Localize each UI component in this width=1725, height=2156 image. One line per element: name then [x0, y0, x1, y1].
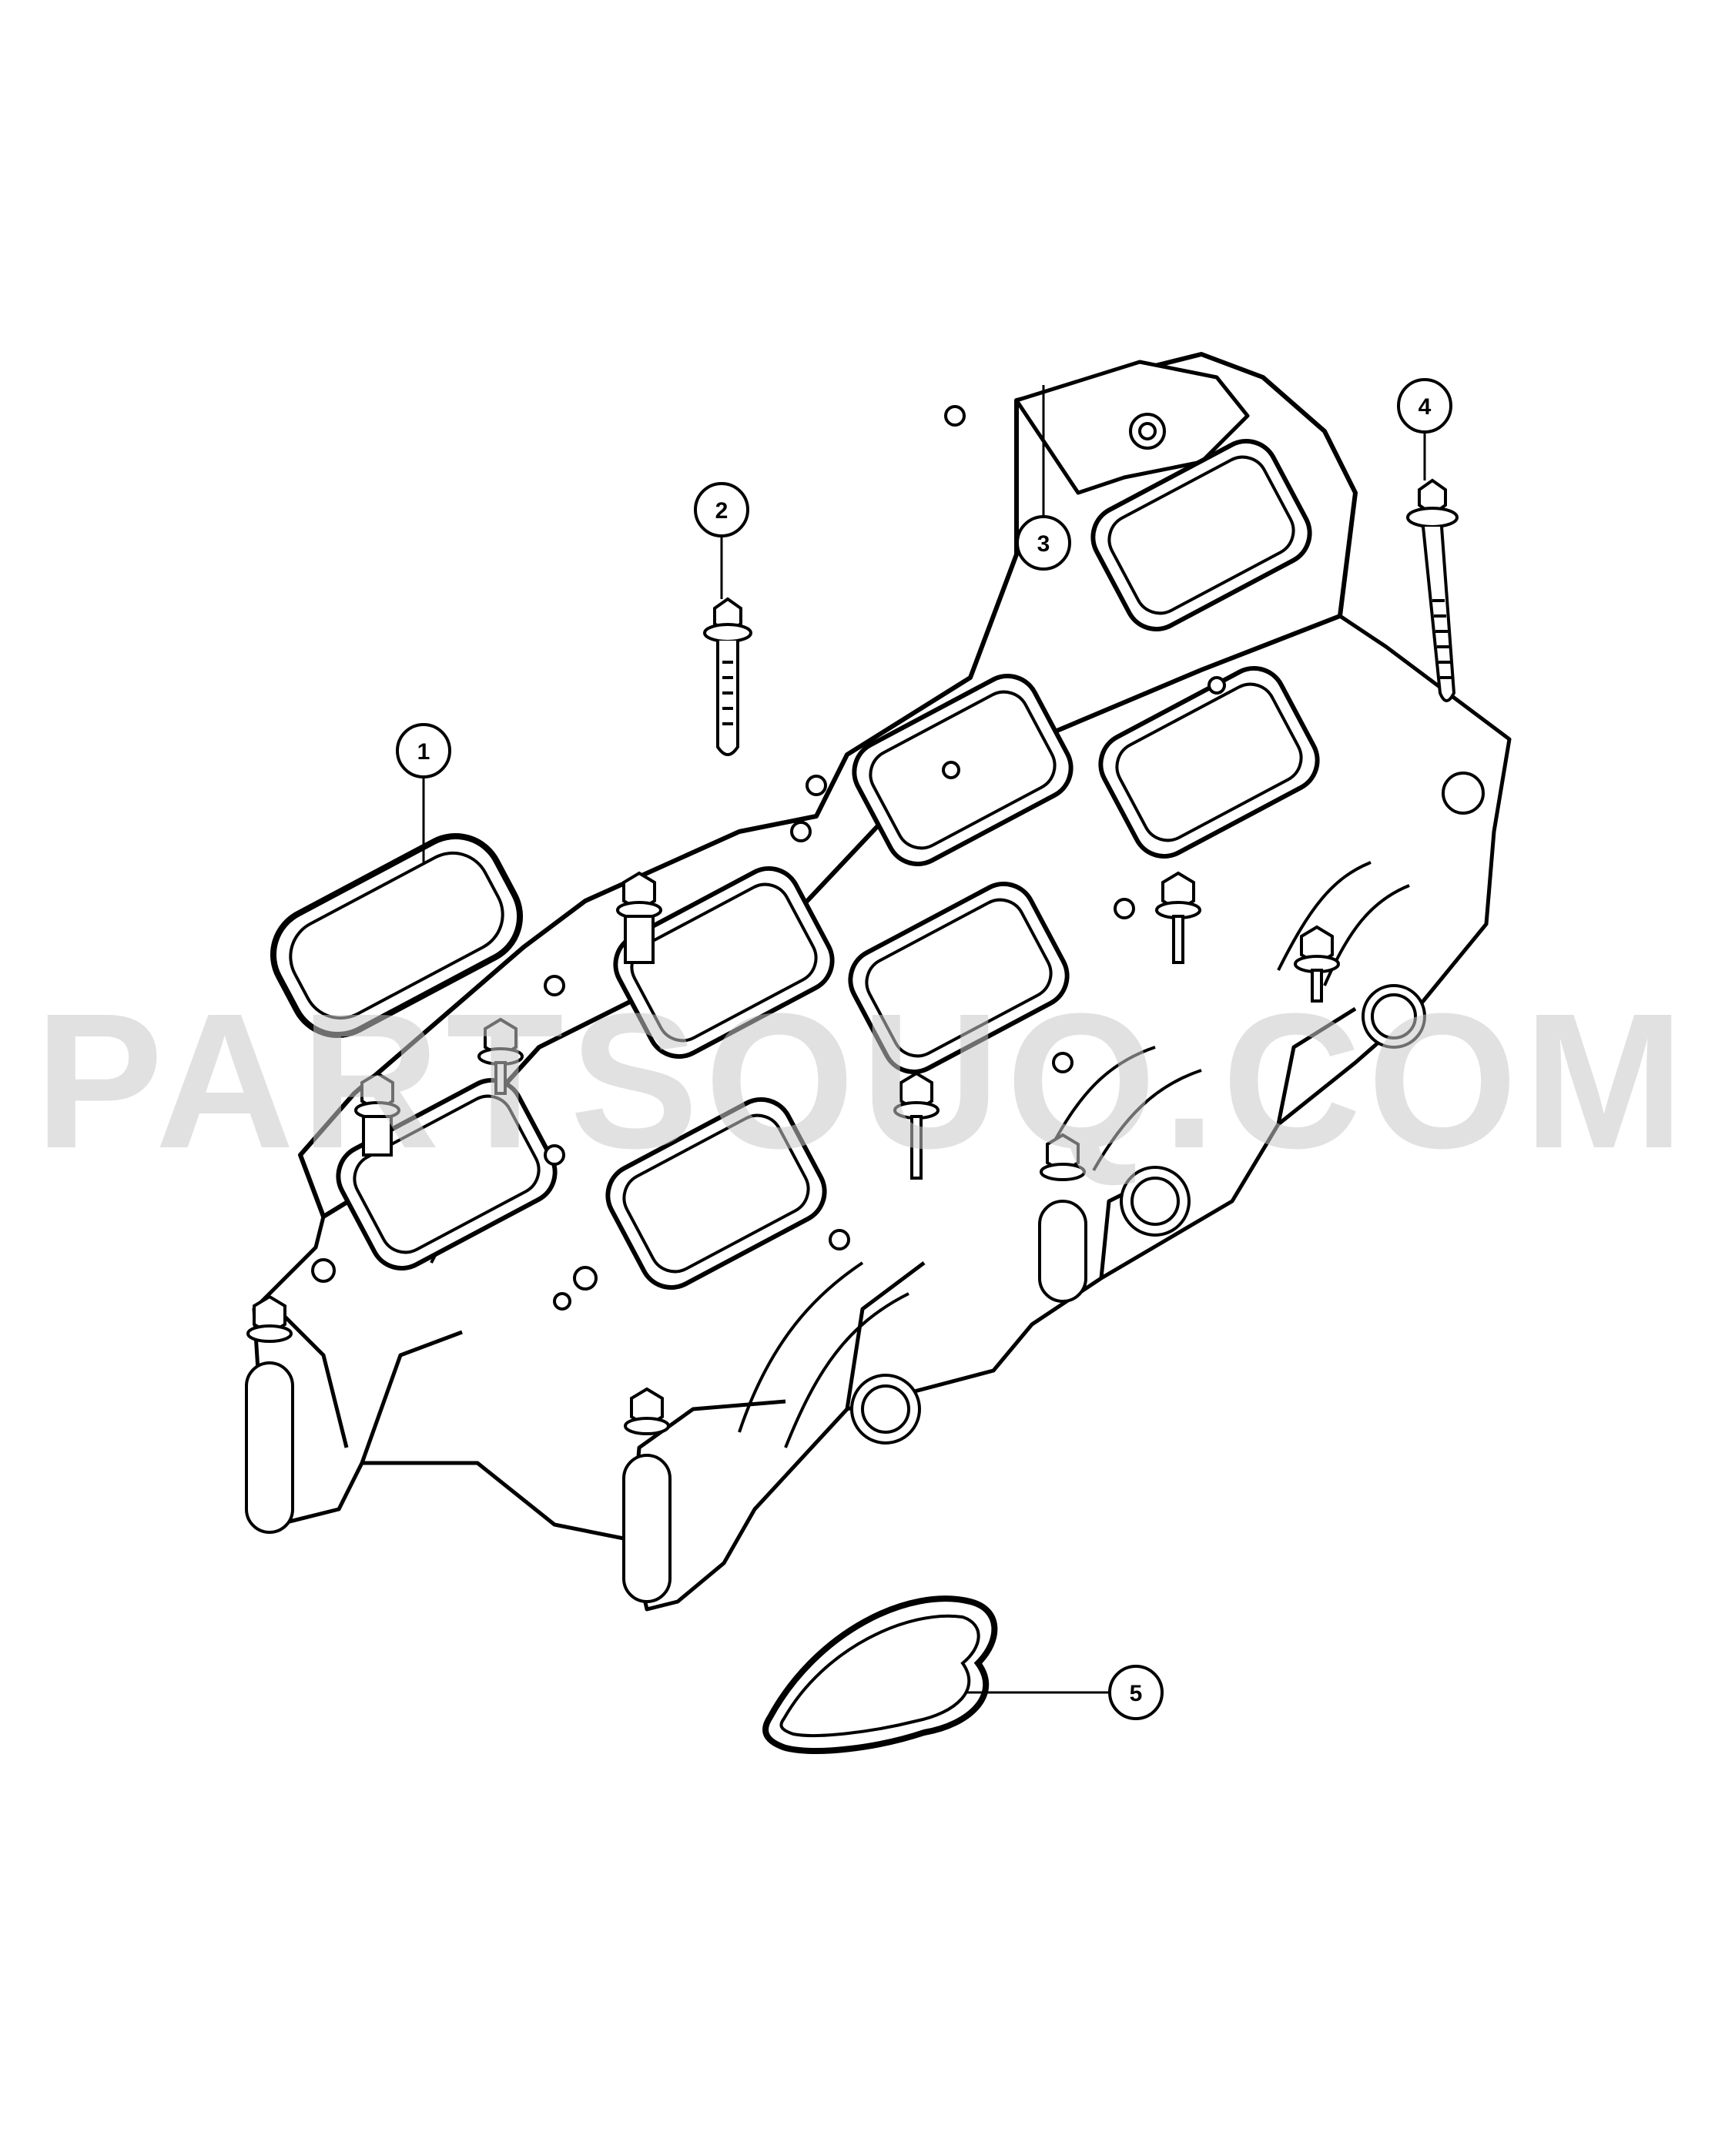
boss-hole: [311, 1258, 336, 1283]
installed-bolt: [893, 1071, 940, 1180]
callout-label: 2: [715, 498, 729, 524]
boss-hole: [1138, 422, 1157, 440]
installed-bolts: [245, 871, 1340, 1603]
boss-hole: [573, 1266, 598, 1291]
boss-hole: [1208, 676, 1226, 695]
manifold-runner-passage: [430, 861, 1410, 1448]
callout-circle: [1397, 378, 1452, 434]
boss-hole: [829, 1229, 850, 1250]
installed-bolt: [616, 871, 662, 964]
callout-5[interactable]: 5: [966, 1665, 1164, 1720]
callout-label: 1: [417, 739, 430, 765]
manifold-bosses: [311, 405, 1485, 1445]
callout-circle: [1016, 515, 1071, 571]
boss-hole: [544, 975, 565, 996]
boss-hole: [553, 1292, 571, 1311]
boss-hole: [1130, 1177, 1180, 1226]
runner-port: [1090, 439, 1312, 631]
runner-port: [1098, 666, 1320, 859]
installed-bolt: [477, 1017, 524, 1095]
boss-hole: [944, 405, 966, 427]
boss-hole: [1052, 1052, 1074, 1073]
watermark: PARTSOUQ.COM: [35, 973, 1690, 1188]
callout-1[interactable]: 1: [396, 723, 451, 862]
installed-bolt: [245, 1294, 294, 1534]
boss-hole: [1371, 993, 1417, 1040]
boss-hole: [942, 761, 960, 779]
callout-label: 4: [1419, 394, 1432, 420]
bolt-long[interactable]: [1406, 478, 1459, 702]
runner-port: [605, 1097, 827, 1290]
installed-bolt: [1294, 925, 1340, 1003]
installed-bolt: [354, 1071, 400, 1157]
bolt-short[interactable]: [703, 597, 752, 756]
callout-2[interactable]: 2: [694, 482, 749, 599]
installed-bolt: [1155, 871, 1201, 964]
runner-gasket[interactable]: [257, 820, 536, 1051]
callout-4[interactable]: 4: [1397, 378, 1452, 480]
boss-hole: [790, 821, 812, 842]
callout-3[interactable]: 3: [1016, 385, 1071, 571]
runner-port: [613, 866, 835, 1059]
intake-manifold[interactable]: [252, 352, 1512, 1612]
installed-bolt: [622, 1387, 672, 1603]
runner-port: [336, 1078, 558, 1270]
runner-port: [852, 674, 1074, 866]
callout-label: 3: [1037, 531, 1050, 557]
boss-hole: [544, 1144, 565, 1166]
boss-hole: [1442, 772, 1485, 815]
callout-label: 5: [1130, 1681, 1143, 1706]
installed-bolt: [1038, 1133, 1087, 1303]
boss-hole: [861, 1384, 910, 1434]
boss-hole: [1114, 898, 1135, 919]
boss-hole: [806, 775, 827, 796]
callout-circle: [396, 723, 451, 778]
throttle-body-gasket[interactable]: [762, 1595, 998, 1754]
callout-circle: [1108, 1665, 1164, 1720]
runner-port: [848, 882, 1070, 1074]
callout-circle: [694, 482, 749, 537]
runner-ports: [336, 439, 1320, 1290]
